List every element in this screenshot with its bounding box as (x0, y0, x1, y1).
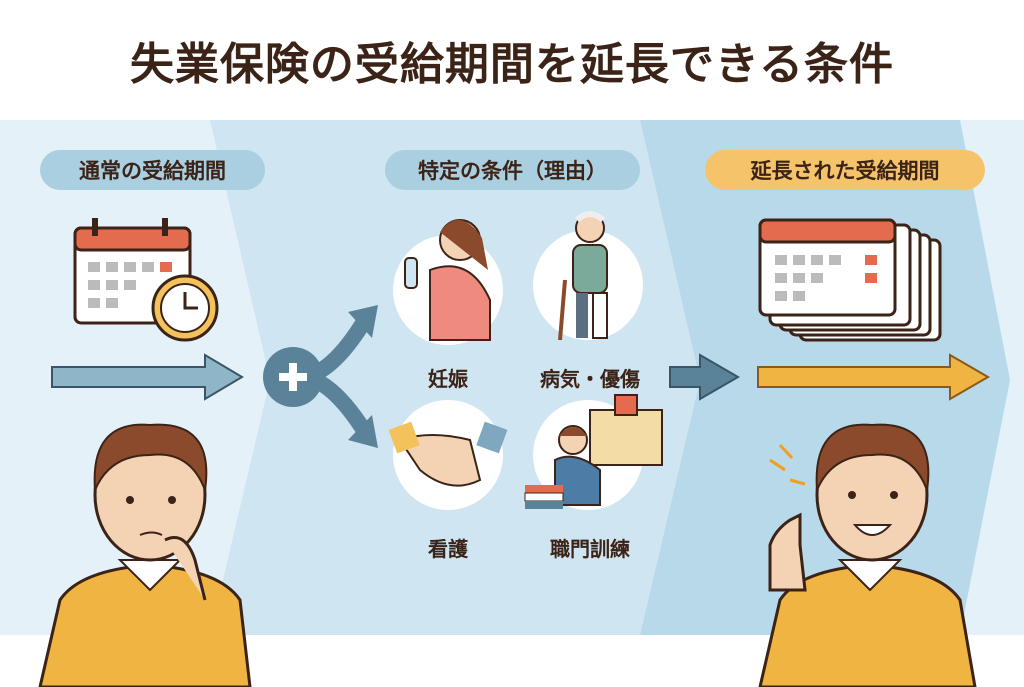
condition-training-label: 職門訓練 (550, 537, 630, 561)
condition-pregnancy-label: 妊娠 (428, 367, 468, 391)
happy-person-illustration (758, 423, 977, 687)
condition-caregiving-label: 看護 (428, 537, 468, 561)
normal-period-label: 通常の受給期間 (40, 150, 265, 190)
conditions-label: 特定の条件（理由） (385, 150, 640, 190)
caring-hands-icon (388, 400, 508, 510)
clock-icon (151, 274, 219, 342)
student-training-icon (524, 394, 663, 510)
arrow-icon (757, 353, 990, 401)
injured-elder-icon (533, 211, 643, 341)
arrow-icon (669, 353, 740, 401)
stacked-calendars-icon (758, 218, 942, 342)
pregnant-woman-icon (393, 219, 503, 345)
arrow-icon (51, 353, 244, 401)
thinking-person-illustration (38, 423, 252, 687)
condition-illness-label: 病気・優傷 (540, 367, 640, 391)
page-title: 失業保険の受給期間を延長できる条件 (129, 39, 895, 90)
extended-period-label: 延長された受給期間 (705, 150, 985, 190)
plus-icon (263, 347, 323, 407)
